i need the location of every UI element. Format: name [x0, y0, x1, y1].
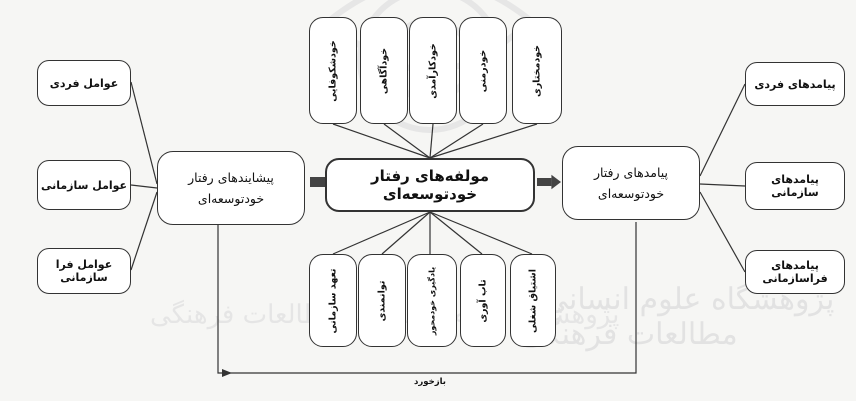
- connector-line: [381, 211, 431, 255]
- antecedents-label: پیشایندهای رفتار خودتوسعه‌ای: [188, 169, 274, 206]
- bottom-component-box: یادگیری خودمحور: [407, 254, 457, 347]
- connector-line: [332, 123, 431, 159]
- top-component-box: خودکارآمدی: [409, 17, 457, 124]
- feedback-line: [217, 222, 637, 374]
- connector-line: [130, 81, 158, 185]
- left-factor-label: عوامل فرا سازمانی: [55, 258, 113, 284]
- bottom-component-label: اشتیاق شغلی: [527, 268, 539, 333]
- top-component-label: خودآگاهی: [378, 47, 390, 94]
- right-outcome-label: پیامدهای سازمانی: [771, 173, 819, 199]
- connector-line: [429, 123, 538, 159]
- right-outcome-individual: پیامدهای فردی: [745, 62, 845, 106]
- left-factor-label: عوامل فردی: [49, 76, 119, 90]
- top-component-label: خودکارآمدی: [427, 42, 439, 99]
- connector-line: [383, 123, 431, 159]
- connector-line: [429, 211, 483, 255]
- connector-line: [429, 123, 434, 159]
- bottom-component-label: توانمندی: [376, 280, 388, 321]
- left-factor-individual: عوامل فردی: [37, 60, 131, 106]
- left-factor-label: عوامل سازمانی: [40, 178, 128, 192]
- right-outcome-extra-organizational: پیامدهای فراسازمانی: [745, 250, 845, 294]
- bottom-component-label: تعهد سازمانی: [327, 267, 339, 334]
- feedback-label: بازخورد: [414, 377, 446, 387]
- right-outcome-organizational: پیامدهای سازمانی: [745, 162, 845, 210]
- top-component-label: خودمختاری: [531, 44, 543, 97]
- top-component-box: خودشکوفایی: [309, 17, 357, 124]
- feedback-arrowhead: [222, 369, 232, 377]
- connector-line: [130, 184, 158, 189]
- bottom-component-box: تعهد سازمانی: [309, 254, 357, 347]
- connector-line: [429, 211, 533, 255]
- bottom-component-box: تاب آوری: [460, 254, 506, 347]
- top-component-label: خودشکوفایی: [327, 39, 339, 102]
- connector-line: [699, 83, 746, 177]
- top-component-box: خودآگاهی: [360, 17, 408, 124]
- left-factor-organizational: عوامل سازمانی: [37, 160, 131, 210]
- top-component-box: خودرمنی: [459, 17, 507, 124]
- core-label: مولفه‌های رفتار خودتوسعه‌ای: [370, 167, 490, 203]
- consequences-label: پیامدهای رفتار خودتوسعه‌ای: [593, 164, 669, 201]
- bottom-component-box: توانمندی: [358, 254, 406, 347]
- connector-line: [699, 183, 746, 187]
- top-component-label: خودرمنی: [477, 49, 489, 92]
- bottom-component-label: یادگیری خودمحور: [427, 266, 437, 335]
- arrow-right-icon: [537, 174, 561, 190]
- connector-line: [429, 123, 484, 159]
- consequences-box: پیامدهای رفتار خودتوسعه‌ای: [562, 146, 700, 220]
- bottom-component-label: تاب آوری: [477, 278, 489, 323]
- core-components-box: مولفه‌های رفتار خودتوسعه‌ای: [325, 158, 535, 212]
- connector-line: [332, 211, 431, 255]
- right-outcome-label: پیامدهای فردی: [754, 77, 836, 91]
- top-component-box: خودمختاری: [512, 17, 562, 124]
- right-outcome-label: پیامدهای فراسازمانی: [762, 259, 828, 285]
- connector-line: [699, 191, 746, 273]
- left-factor-extra-organizational: عوامل فرا سازمانی: [37, 248, 131, 294]
- bottom-component-box: اشتیاق شغلی: [510, 254, 556, 347]
- connector-line: [130, 191, 158, 271]
- antecedents-box: پیشایندهای رفتار خودتوسعه‌ای: [157, 151, 305, 225]
